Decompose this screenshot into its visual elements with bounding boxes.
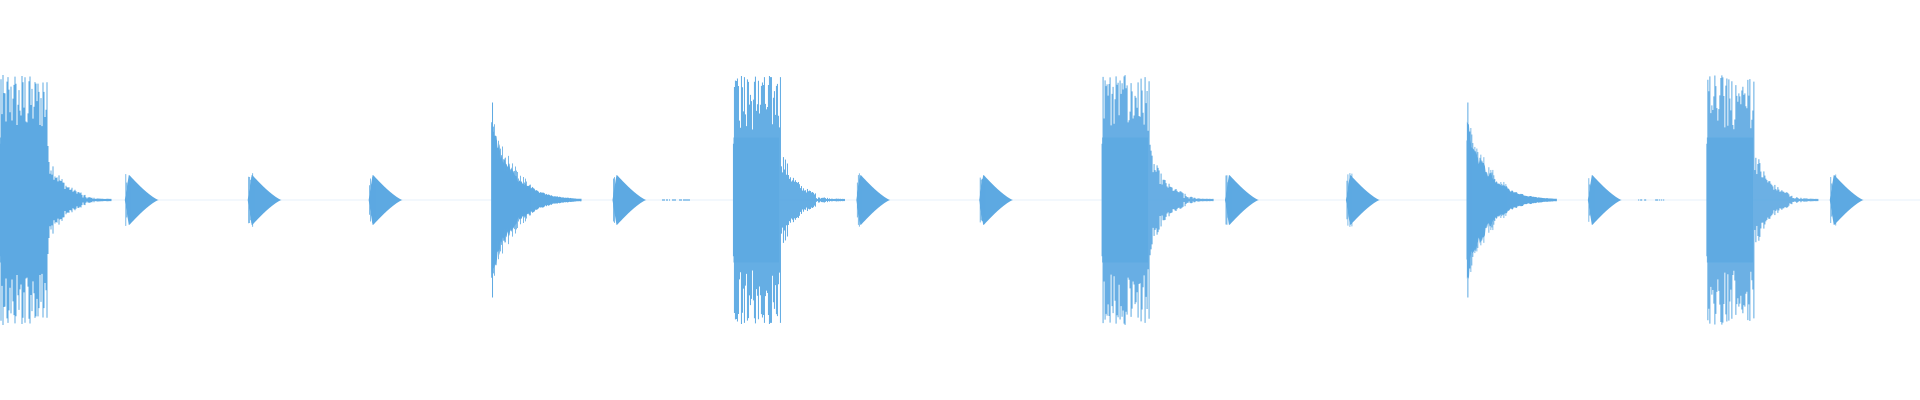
waveform-kick-hit bbox=[732, 75, 845, 325]
waveform-tick-hit bbox=[247, 173, 282, 227]
waveform-snare-hit bbox=[1466, 102, 1557, 298]
waveform-kick-hit bbox=[0, 75, 112, 325]
waveform-tick-hit bbox=[612, 175, 647, 225]
waveform-tick-hit bbox=[1224, 175, 1259, 225]
waveform-tick-hit bbox=[856, 173, 891, 227]
waveform-tick-hit bbox=[368, 175, 403, 225]
waveform-kick-hit bbox=[1706, 75, 1819, 325]
waveform-tick-hit bbox=[1345, 173, 1380, 227]
waveform-events bbox=[0, 75, 1864, 325]
waveform-tick-hit bbox=[124, 174, 159, 226]
waveform-hiss-hit bbox=[1638, 199, 1665, 201]
waveform-tick-hit bbox=[1829, 174, 1864, 226]
waveform-hiss-hit bbox=[662, 199, 690, 201]
waveform-tick-hit bbox=[979, 175, 1014, 225]
waveform-snare-hit bbox=[491, 102, 582, 298]
waveform-tick-hit bbox=[1587, 175, 1622, 225]
waveform-kick-hit bbox=[1101, 75, 1214, 325]
